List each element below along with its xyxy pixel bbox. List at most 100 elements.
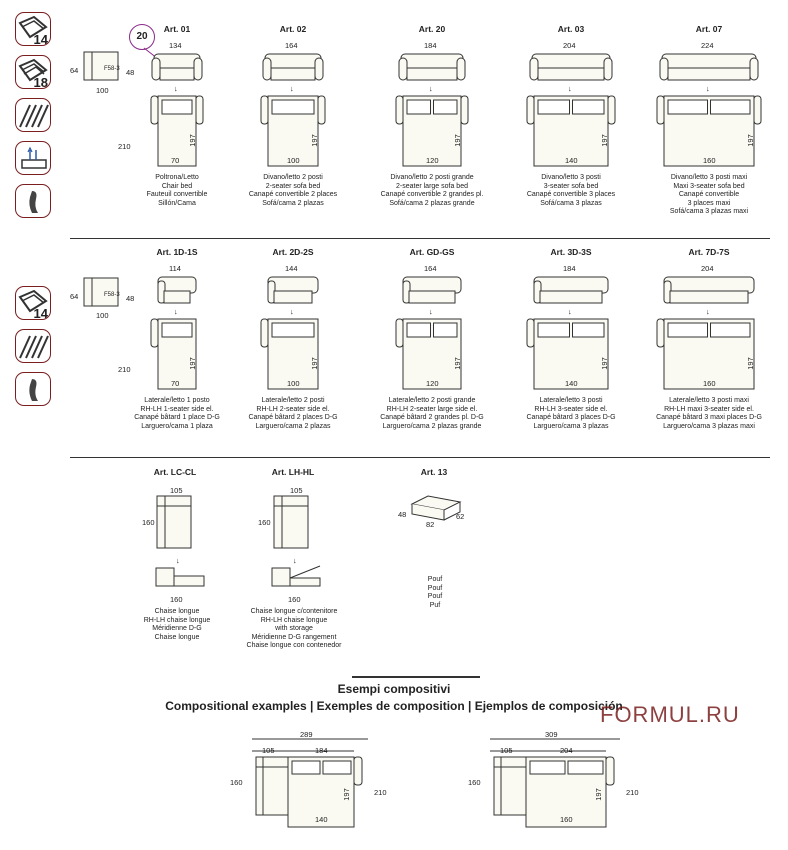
bed-arm [526,95,535,125]
item-width: 114 [169,264,181,273]
bed-top-view [526,95,616,167]
desc-line: Chaise longue [154,608,200,615]
sofa-seat [159,67,195,81]
item-depth: 160 [142,518,155,527]
pillow [433,99,458,115]
foot-icon [15,372,51,406]
pillow [572,99,605,115]
pillow [433,322,458,338]
seat-cushion-18-icon: 18 [15,55,51,89]
cushion-graphic [18,289,48,313]
item-length: 160 [288,595,301,604]
desc-line: Puf [429,601,441,609]
item-width: 204 [563,41,576,50]
bed-top-view [150,318,197,390]
item-title: Art. 2D-2S [272,247,314,257]
desc-line: Larguero/cama 3 plazas [533,422,609,430]
chaise-side-view [155,567,205,587]
composition-drawing [490,738,620,828]
item-width: 184 [563,264,576,273]
item-height: 48 [398,510,407,519]
sofa-arm [603,57,613,81]
bed-length: 197 [745,134,755,147]
sofa-arm [529,57,539,81]
desc-line: Divano/letto 3 posti maxi [670,174,748,181]
desc-line: RH-LH 2-seater large side el. [386,405,478,413]
desc-line: 2-seater large sofa bed [396,182,468,190]
pillow [667,99,708,115]
desc-line: Sofá/cama 3 plazas maxi [669,208,749,216]
mattress-width: 140 [565,379,578,388]
desc-line: Larguero/cama 3 plazas maxi [663,422,755,430]
desc-line: Poltrona/Letto [155,174,199,181]
bed-top-view [656,318,755,390]
item-depth: 62 [456,512,465,521]
item-width: 134 [169,41,182,50]
sofa-arm [262,57,272,81]
slats-icon [15,98,51,132]
mattress-width: 140 [315,815,328,824]
sofa-seat [669,290,749,304]
cushion-graphic [18,58,48,82]
desc-line: Laterale/letto 3 posti [539,397,603,404]
pillow [667,322,708,338]
sofa-arm [398,57,408,81]
bed-arm [607,95,616,125]
arrow-down-icon: ↓ [290,84,294,93]
desc-line: Larguero/cama 2 plazas [255,422,331,430]
cushion-graphic [18,15,48,39]
pillow [322,760,352,775]
desc-line: RH-LH chaise longue [143,616,211,624]
bed-length: 197 [452,134,462,147]
chaise-depth: 160 [468,778,481,787]
bed-arm [317,95,326,125]
sofa-arm [193,57,203,81]
bed-length: 197 [452,357,462,370]
bed-length: 197 [599,357,609,370]
sofa-seat [406,67,458,81]
chaise-top-view [273,495,309,549]
bed-arm [150,318,159,348]
desc-line: Méridienne D-G rangement [251,633,337,641]
desc-line: RH-LH chaise longue [260,616,328,624]
sofa-front-view [533,276,609,304]
sofa-front-view [262,53,324,81]
icon-number: 14 [33,32,48,46]
desc-line: Divano/letto 3 posti [541,174,601,181]
item-title: Art. LC-CL [153,467,197,477]
arrow-down-icon: ↓ [174,84,178,93]
mechanism-graphic [21,146,47,169]
item-width: 164 [285,41,298,50]
sofa-seat [539,290,603,304]
desc-line: Sofá/cama 3 plazas [540,199,602,207]
desc-line: Canapé bâtard 3 places D-G [526,414,616,422]
desc-line: Pouf [427,584,443,592]
bed-top-view [150,95,204,167]
desc-line: RH-LH 3-seater side el. [534,405,608,413]
item-width: 204 [701,264,714,273]
desc-line: Canapé convertible 3 places [526,191,616,199]
bed-arm [150,95,159,125]
pillow [537,322,570,338]
section-divider [70,457,770,458]
section-divider [70,238,770,239]
bed-length: 197 [309,134,319,147]
sofa-front-view [663,276,755,304]
chaise-module [255,756,289,816]
sofa-front-view [402,276,462,304]
ref-seat: F58-3 [104,292,120,298]
desc-line: Canapé bâtard 2 places D-G [248,414,338,422]
desc-line: Laterale/letto 2 posti [261,397,325,404]
item-desc: Chaise longue RH-LH chaise longue Méridi… [102,608,252,642]
arrow-down-icon: ↓ [176,556,180,565]
slats-icon [15,329,51,363]
seat-cushion-14-icon: 14 [15,12,51,46]
